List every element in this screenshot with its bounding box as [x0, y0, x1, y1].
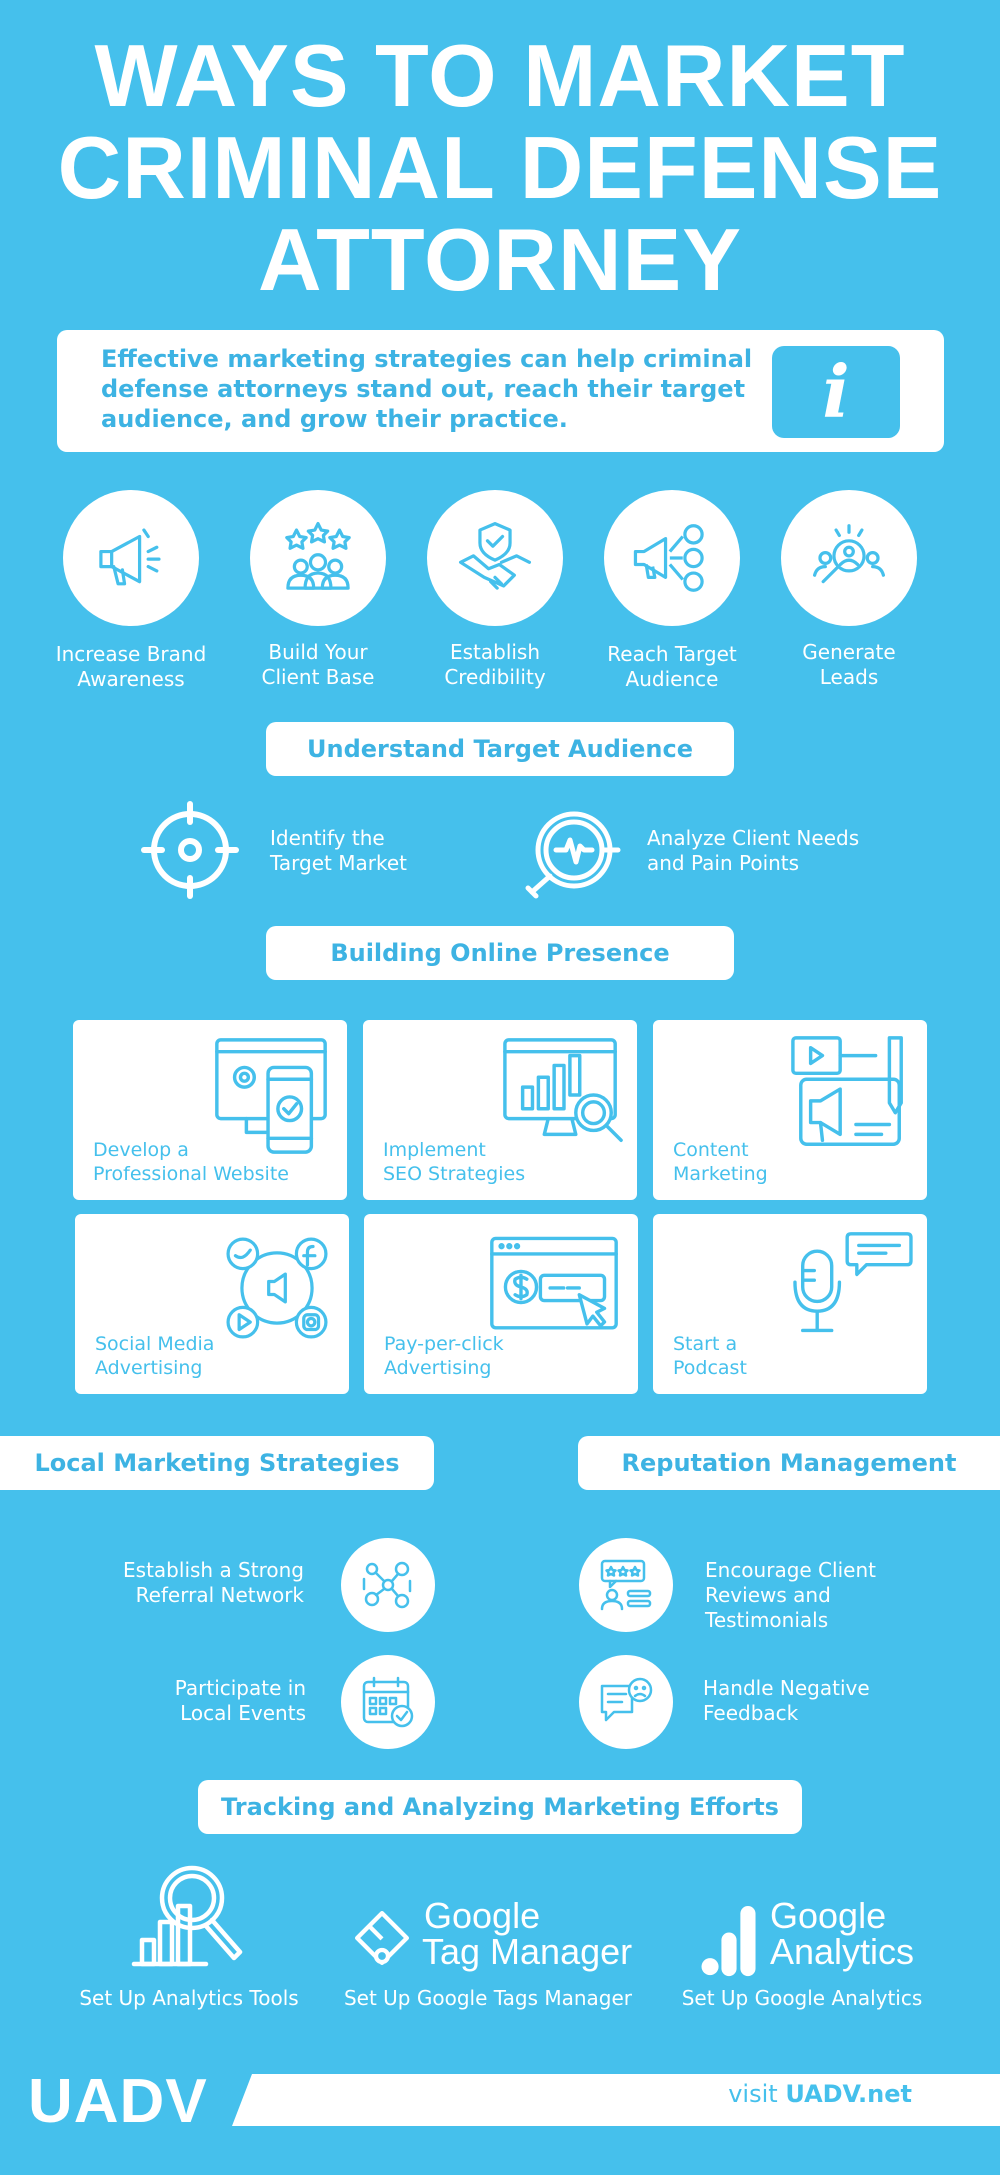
intro-box: Effective marketing strategies can help …: [57, 330, 944, 452]
section-heading-local-marketing: Local Marketing Strategies: [0, 1436, 434, 1490]
footer-bar: [232, 2074, 1000, 2126]
calendar-icon: [341, 1655, 435, 1749]
page-title: WAYS TO MARKET CRIMINAL DEFENSE ATTORNEY: [0, 30, 1000, 306]
seo-chart-icon: [503, 1038, 623, 1142]
negative-feedback-icon: [579, 1655, 673, 1749]
footer-visit-link[interactable]: visit UADV.net: [728, 2080, 912, 2108]
analytics-magnifier-icon: [130, 1862, 258, 1970]
tracking-label-2: Set Up Google Tags Manager: [343, 1986, 633, 2010]
lead-search-icon: [781, 490, 917, 626]
title-line-1: WAYS TO MARKET: [94, 26, 906, 125]
title-line-2: CRIMINAL DEFENSE: [57, 118, 943, 217]
content-marketing-icon: [791, 1036, 903, 1146]
review-stars-icon: [579, 1538, 673, 1632]
pay-per-click-icon: [490, 1236, 618, 1330]
section-heading-reputation: Reputation Management: [578, 1436, 1000, 1490]
website-devices-icon: [215, 1038, 327, 1154]
section-heading-online-presence: Building Online Presence: [266, 926, 734, 980]
info-icon: i: [772, 346, 900, 438]
pulse-magnifier-icon: [522, 804, 622, 904]
title-line-3: ATTORNEY: [258, 210, 742, 309]
tracking-label-1: Set Up Analytics Tools: [79, 1986, 299, 2010]
section-heading-tracking: Tracking and Analyzing Marketing Efforts: [198, 1780, 802, 1834]
footer-logo: UADV: [28, 2067, 208, 2136]
megaphone-icon: [63, 490, 199, 626]
handshake-shield-icon: [427, 490, 563, 626]
social-media-icon: [226, 1237, 328, 1339]
target-icon: [140, 800, 240, 900]
intro-text: Effective marketing strategies can help …: [101, 345, 753, 433]
podcast-mic-icon: [793, 1232, 913, 1333]
tracking-label-3: Set Up Google Analytics: [681, 1986, 923, 2010]
referral-network-icon: [341, 1538, 435, 1632]
section-heading-target-audience: Understand Target Audience: [266, 722, 734, 776]
megaphone-audience-icon: [604, 490, 740, 626]
client-group-icon: [250, 490, 386, 626]
